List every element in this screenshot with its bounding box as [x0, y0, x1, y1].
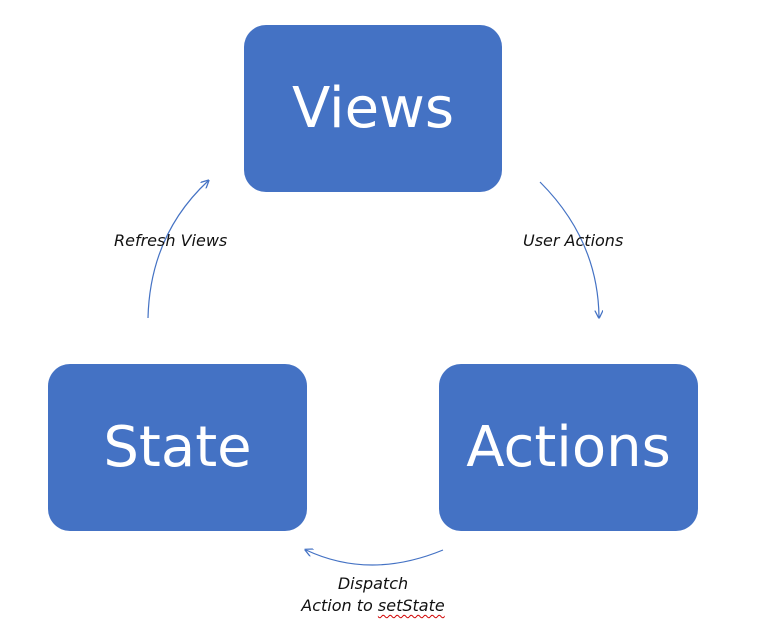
- setstate-word: setState: [377, 596, 445, 615]
- dispatch-label-prefix: Action to: [301, 596, 378, 615]
- arrow-views-to-actions: [539, 181, 599, 317]
- refresh-views-label: Refresh Views: [114, 231, 228, 250]
- arrow-actions-to-state: [306, 550, 444, 566]
- views-node: Views: [244, 25, 502, 192]
- arrow-state-to-views: [147, 181, 208, 319]
- actions-node: Actions: [439, 364, 698, 531]
- dispatch-label: Dispatch Action to setState: [298, 573, 448, 617]
- user-actions-label: User Actions: [523, 231, 624, 250]
- state-node-label: State: [103, 414, 252, 480]
- dispatch-label-line2: Action to setState: [298, 595, 448, 617]
- state-node: State: [48, 364, 307, 531]
- actions-node-label: Actions: [466, 414, 671, 480]
- dispatch-label-line1: Dispatch: [337, 574, 409, 593]
- views-node-label: Views: [291, 75, 455, 141]
